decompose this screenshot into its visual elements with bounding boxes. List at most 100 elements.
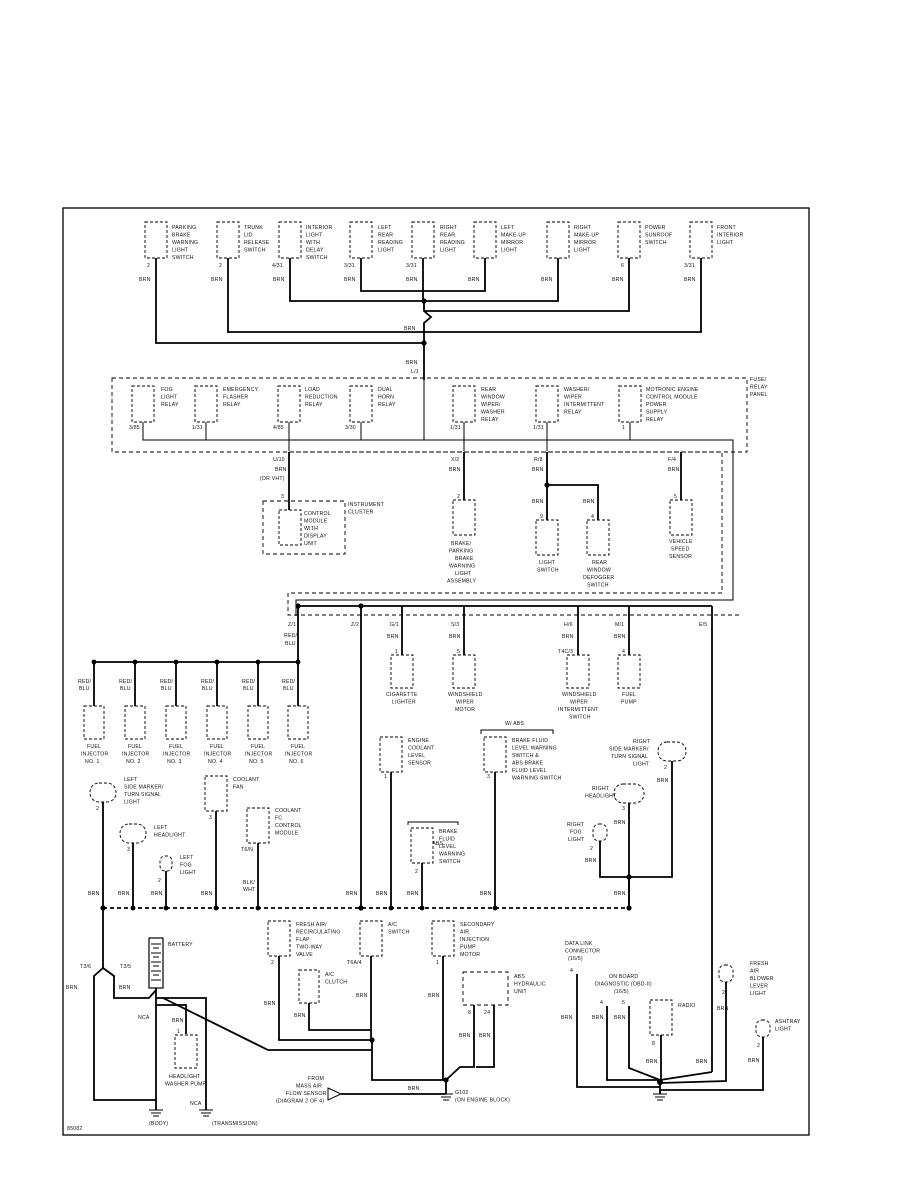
- trunk-release-switch: [216, 221, 240, 259]
- svg-text:3/31: 3/31: [406, 263, 417, 269]
- svg-text:BRN: BRN: [88, 891, 100, 897]
- svg-text:BRN: BRN: [449, 634, 461, 640]
- power-sunroof-switch: [617, 221, 641, 259]
- svg-text:BRN: BRN: [356, 993, 368, 999]
- svg-text:BRN: BRN: [614, 891, 626, 897]
- svg-text:BRN: BRN: [480, 891, 492, 897]
- svg-text:BLU: BLU: [120, 686, 131, 692]
- svg-text:4/85: 4/85: [273, 425, 284, 431]
- svg-text:BRN: BRN: [562, 634, 574, 640]
- svg-text:8: 8: [468, 1010, 471, 1016]
- brake-fluid-level-switch-no-abs: [410, 827, 434, 864]
- svg-text:2: 2: [590, 846, 593, 852]
- svg-text:9: 9: [540, 514, 543, 520]
- svg-text:BLU: BLU: [285, 641, 296, 647]
- coolant-fc-control-module: [246, 807, 270, 844]
- fuel-pump: [617, 654, 641, 689]
- svg-text:BRN: BRN: [748, 1058, 760, 1064]
- svg-text:BRN: BRN: [479, 1033, 491, 1039]
- svg-text:3: 3: [127, 847, 130, 853]
- svg-text:2: 2: [96, 806, 99, 812]
- svg-text:BRN: BRN: [66, 985, 78, 991]
- lower-section: Z/1 Z/2 G/1 S/3 H/6 M/1 E/5 RED/ BLU RED…: [78, 603, 713, 1081]
- svg-text:BRN: BRN: [592, 1015, 604, 1021]
- svg-text:BRN: BRN: [646, 1059, 658, 1065]
- panel-lower-dashed: [287, 451, 742, 616]
- svg-text:BRN: BRN: [561, 1015, 573, 1021]
- ac-clutch: [298, 969, 320, 1004]
- svg-text:5: 5: [622, 1000, 625, 1006]
- fuel-injector-4: [206, 705, 228, 740]
- svg-text:BRN: BRN: [344, 277, 356, 283]
- svg-text:H/6: H/6: [564, 622, 573, 628]
- load-reduction-relay: [277, 385, 301, 423]
- svg-text:BRN: BRN: [404, 326, 416, 332]
- svg-text:4: 4: [570, 968, 573, 974]
- svg-text:BRN: BRN: [275, 467, 287, 473]
- svg-text:BRN: BRN: [407, 891, 419, 897]
- diagram-id: 85082: [67, 1126, 82, 1132]
- left-headlight: [119, 823, 147, 844]
- fog-light-relay: [131, 385, 155, 423]
- fuel-injector-1: [83, 705, 105, 740]
- battery-ground-section: BATTERY T3/6 T3/5 BRN BRN NCA (BODY) BRN…: [66, 937, 372, 1127]
- svg-text:BRN: BRN: [211, 277, 223, 283]
- svg-text:BRN: BRN: [614, 820, 626, 826]
- svg-text:L/1: L/1: [411, 369, 419, 375]
- svg-text:3: 3: [487, 774, 490, 780]
- svg-text:BRN: BRN: [264, 1001, 276, 1007]
- fuel-injector-6: [287, 705, 309, 740]
- dual-horn-relay: [349, 385, 373, 423]
- svg-text:BRN: BRN: [532, 499, 544, 505]
- svg-text:4: 4: [600, 1000, 603, 1006]
- brake-fluid-level-switch-abs: [483, 736, 507, 773]
- svg-text:BRN: BRN: [201, 891, 213, 897]
- svg-text:2: 2: [664, 765, 667, 771]
- svg-text:Z/2: Z/2: [351, 622, 359, 628]
- motronic-power-relay: [618, 385, 642, 423]
- svg-text:3: 3: [209, 815, 212, 821]
- svg-text:M/1: M/1: [615, 622, 624, 628]
- svg-text:3/85: 3/85: [129, 425, 140, 431]
- svg-text:2: 2: [147, 263, 150, 269]
- svg-text:2: 2: [457, 494, 460, 500]
- svg-text:RED/: RED/: [201, 679, 215, 685]
- svg-text:4/31: 4/31: [272, 263, 283, 269]
- svg-text:1: 1: [384, 774, 387, 780]
- engine-coolant-level-sensor: [379, 736, 403, 773]
- left-fog-light: [159, 855, 173, 872]
- abs-hydraulic-unit: [462, 971, 509, 1006]
- diagram-frame: [62, 207, 810, 1136]
- svg-text:E/5: E/5: [699, 622, 707, 628]
- svg-text:5: 5: [457, 649, 460, 655]
- svg-text:BRN: BRN: [294, 1013, 306, 1019]
- svg-text:R/8: R/8: [534, 457, 543, 463]
- svg-text:5: 5: [674, 494, 677, 500]
- parking-brake-switch: [144, 221, 168, 259]
- svg-text:BRN: BRN: [612, 277, 624, 283]
- svg-text:3: 3: [622, 806, 625, 812]
- svg-text:BRN: BRN: [151, 891, 163, 897]
